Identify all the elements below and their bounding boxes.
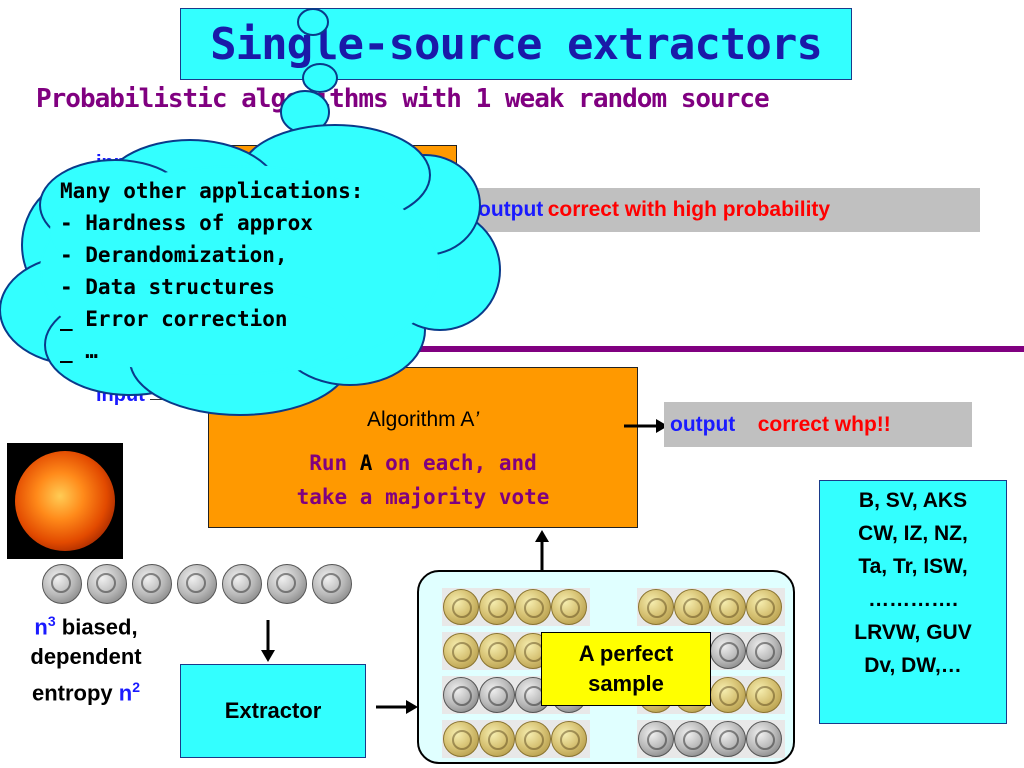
right-arrow-icon xyxy=(624,419,668,433)
reference-line: B, SV, AKS xyxy=(858,489,968,512)
divider-line xyxy=(360,346,1024,352)
coin-icon xyxy=(132,564,172,604)
coin-icon xyxy=(710,589,746,625)
thought-cloud xyxy=(0,8,501,416)
bottom-output: output correct whp!! xyxy=(670,413,891,437)
coin-icon xyxy=(710,633,746,669)
algorithm-a-prime-box: Algorithm A’ Run A on each, and take a m… xyxy=(208,367,638,528)
coin-icon xyxy=(638,721,674,757)
coin-icon xyxy=(479,589,515,625)
sun-image xyxy=(7,443,123,559)
coin-icon xyxy=(746,589,782,625)
extractor-box: Extractor xyxy=(180,664,366,758)
top-output: output correct with high probability xyxy=(478,198,830,222)
coin-row xyxy=(442,588,590,626)
reference-line: Ta, Tr, ISW, xyxy=(858,555,968,578)
coin-icon xyxy=(42,564,82,604)
coin-row xyxy=(637,588,785,626)
coin-icon xyxy=(515,721,551,757)
coin-icon xyxy=(177,564,217,604)
coin-icon xyxy=(746,677,782,713)
cloud-content: Many other applications: - Hardness of a… xyxy=(60,175,363,367)
coin-icon xyxy=(479,721,515,757)
reference-line: …………. xyxy=(868,588,958,611)
cloud-item: - Data structures xyxy=(60,275,275,299)
reference-line: Dv, DW,… xyxy=(864,654,962,677)
source-description: n3 biased, dependent entropy n2 xyxy=(30,613,142,706)
coin-icon xyxy=(710,721,746,757)
bottom-output-label: output xyxy=(670,413,736,436)
biased-coins-row xyxy=(40,562,358,606)
coin-icon xyxy=(443,589,479,625)
coin-row xyxy=(442,720,590,758)
top-output-note: correct with high probability xyxy=(547,198,831,221)
coin-icon xyxy=(479,677,515,713)
bottom-output-band xyxy=(664,402,972,447)
coin-row xyxy=(637,720,785,758)
cloud-item: - Derandomization, xyxy=(60,243,288,267)
right-arrow-icon xyxy=(376,700,418,714)
cloud-heading: Many other applications: xyxy=(60,179,364,203)
coin-icon xyxy=(443,677,479,713)
coin-icon xyxy=(551,721,587,757)
algorithm-a-prime-label: Algorithm A’ xyxy=(366,408,480,431)
bottom-output-note: correct whp!! xyxy=(757,413,891,436)
extractor-label: Extractor xyxy=(224,698,322,723)
references-box: B, SV, AKS CW, IZ, NZ, Ta, Tr, ISW, …………… xyxy=(819,480,1007,724)
coin-icon xyxy=(87,564,127,604)
top-output-label: output xyxy=(478,198,544,221)
reference-line: CW, IZ, NZ, xyxy=(858,522,968,545)
reference-line: LRVW, GUV xyxy=(854,621,972,644)
coin-icon xyxy=(443,721,479,757)
coin-icon xyxy=(222,564,262,604)
coin-icon xyxy=(515,589,551,625)
coin-icon xyxy=(312,564,352,604)
coin-icon xyxy=(746,721,782,757)
perfect-sample-label: A perfect sample xyxy=(541,632,711,706)
coin-icon xyxy=(267,564,307,604)
slide-subtitle: Probabilistic algorithms with 1 weak ran… xyxy=(36,84,770,114)
up-arrow-icon xyxy=(535,530,549,570)
coin-icon xyxy=(551,589,587,625)
coin-icon xyxy=(674,589,710,625)
coin-icon xyxy=(674,721,710,757)
coin-icon xyxy=(443,633,479,669)
coin-icon xyxy=(638,589,674,625)
down-arrow-icon xyxy=(261,620,275,662)
coin-icon xyxy=(710,677,746,713)
cloud-item: _ … xyxy=(60,339,98,363)
cloud-item: _ Error correction xyxy=(60,307,288,331)
algorithm-description: Run A on each, and take a majority vote xyxy=(296,451,550,509)
cloud-item: - Hardness of approx xyxy=(60,211,313,235)
coin-icon xyxy=(746,633,782,669)
top-output-band xyxy=(458,188,980,232)
samples-panel: A perfect sample xyxy=(417,570,795,764)
coin-icon xyxy=(479,633,515,669)
